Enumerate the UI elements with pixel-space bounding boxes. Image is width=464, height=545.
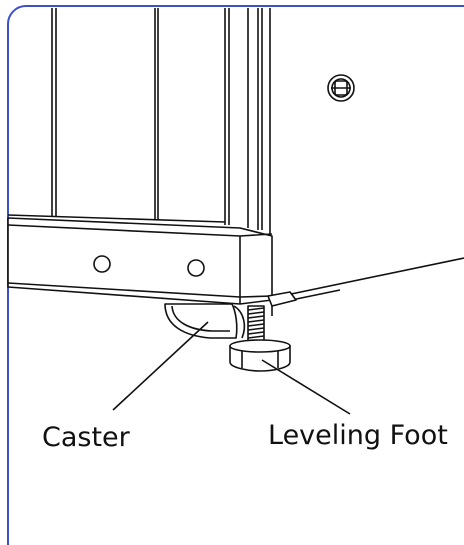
foot-bracket xyxy=(267,291,297,316)
rail-hole-left xyxy=(93,255,111,273)
latch-icon xyxy=(327,74,355,102)
cabinet-side-panel xyxy=(271,257,464,305)
leveling-foot-label: Leveling Foot xyxy=(268,420,448,451)
base-rail xyxy=(7,217,273,305)
leveling-foot-pad xyxy=(229,339,291,372)
leveling-foot-leader-line xyxy=(261,359,351,415)
caster-leader-line xyxy=(112,321,209,411)
leveling-foot-thread xyxy=(247,305,265,345)
caster-label: Caster xyxy=(42,422,131,453)
caster-wheel xyxy=(164,303,246,339)
rail-hole-right xyxy=(187,259,205,277)
cabinet-front-panel xyxy=(7,8,271,235)
